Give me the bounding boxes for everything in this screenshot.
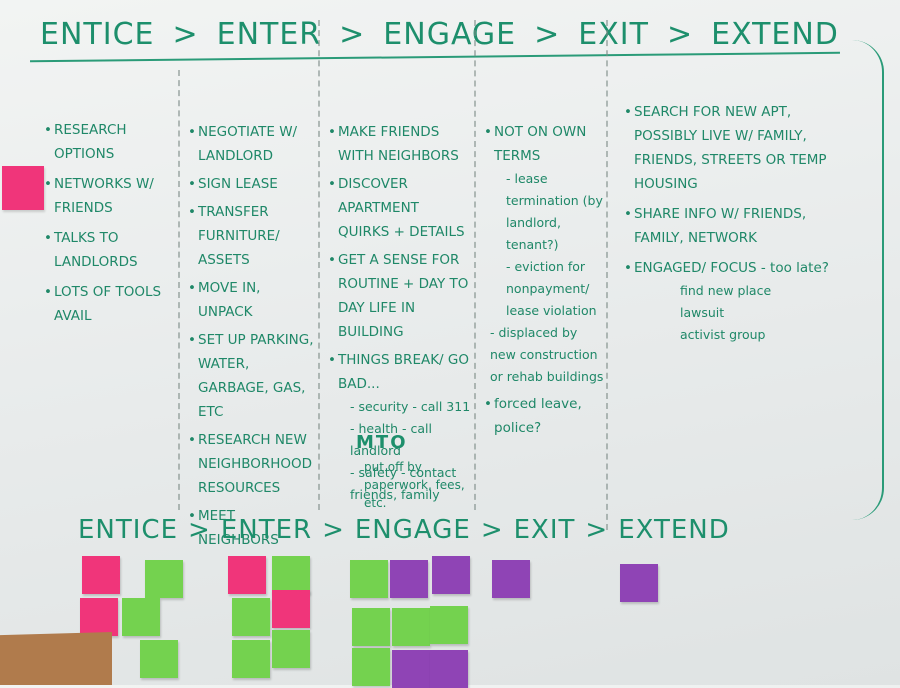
header-underline (30, 51, 840, 63)
list-item: NETWORKS W/ FRIENDS (44, 172, 174, 220)
stage-engage: ENGAGE (354, 515, 471, 545)
stage-entice: ENTICE (78, 515, 179, 545)
list-item: MAKE FRIENDS WITH NEIGHBORS (328, 120, 474, 168)
sticky-note-purple (390, 560, 428, 598)
sub-item: - displaced by new construction or rehab… (490, 325, 604, 384)
stage-entice: ENTICE (40, 17, 155, 52)
stage-engage: ENGAGE (383, 17, 517, 52)
sticky-note-green (272, 556, 310, 594)
stage-separator: > (322, 515, 345, 545)
sticky-note-green (140, 640, 178, 678)
sub-item: - security - call 311 (350, 399, 471, 414)
stage-enter: ENTER (220, 515, 313, 545)
engage-note: put off by paperwork, fees, etc. (364, 458, 474, 512)
stage-separator: > (339, 17, 366, 52)
list-item: SEARCH FOR NEW APT, POSSIBLY LIVE W/ FAM… (624, 100, 850, 196)
sticky-note-green (352, 648, 390, 686)
list-item: GET A SENSE FOR ROUTINE + DAY TO DAY LIF… (328, 248, 474, 344)
sticky-note-pink (272, 590, 310, 628)
cardboard-box (0, 632, 112, 685)
sub-item: - eviction for nonpayment/ lease violati… (506, 259, 597, 318)
list-item: LOTS OF TOOLS AVAIL (44, 280, 174, 328)
stage-separator: > (585, 515, 609, 545)
list-item: DISCOVER APARTMENT QUIRKS + DETAILS (328, 172, 474, 244)
sticky-note-green (232, 640, 270, 678)
sticky-note-purple (432, 556, 470, 594)
stage-separator: > (666, 17, 694, 52)
stage-header-bottom: ENTICE > ENTER > ENGAGE > EXIT > EXTEND (78, 512, 778, 548)
stage-exit: EXIT (578, 17, 649, 52)
stage-separator: > (172, 17, 199, 52)
sticky-note-pink (80, 598, 118, 636)
bracket-mark (852, 40, 884, 520)
column-divider (606, 20, 608, 530)
list-item: RESEARCH NEW NEIGHBORHOOD RESOURCES (188, 428, 316, 500)
sticky-note-purple (620, 564, 658, 602)
list-item: MOVE IN, UNPACK (188, 276, 316, 324)
sub-item: - safety - contact friends, family (350, 465, 457, 502)
mto-label: MTO (356, 432, 408, 453)
column-divider (474, 20, 476, 510)
sub-item: lawsuit (680, 305, 725, 320)
list-item: SET UP PARKING, WATER, GARBAGE, GAS, ETC (188, 328, 316, 424)
stage-header-top: ENTICE > ENTER > ENGAGE > EXIT > EXTEND (40, 8, 840, 52)
sticky-note-green (352, 608, 390, 646)
sticky-note-pink (2, 166, 44, 210)
column-engage: MAKE FRIENDS WITH NEIGHBORS DISCOVER APA… (328, 120, 474, 506)
sub-item: activist group (680, 327, 766, 342)
sticky-note-purple (392, 650, 430, 688)
list-item: MEET NEIGHBORS (188, 504, 316, 552)
column-entice: RESEARCH OPTIONS NETWORKS W/ FRIENDS TAL… (44, 118, 174, 328)
stage-enter: ENTER (216, 17, 322, 52)
column-divider (318, 20, 320, 510)
sub-item: - lease termination (by landlord, tenant… (506, 171, 603, 252)
sticky-note-pink (82, 556, 120, 594)
sticky-note-purple (430, 650, 468, 688)
stage-extend: EXTEND (618, 515, 730, 545)
stage-separator: > (534, 17, 561, 52)
list-item: ENGAGED/ FOCUS - too late? (624, 256, 850, 280)
list-item: NOT ON OWN TERMS (484, 120, 604, 168)
list-item: NEGOTIATE W/ LANDLORD (188, 120, 316, 168)
stage-separator: > (188, 515, 211, 545)
list-item: TRANSFER FURNITURE/ ASSETS (188, 200, 316, 272)
list-item: forced leave, police? (484, 392, 604, 440)
sticky-note-green (430, 606, 468, 644)
stage-exit: EXIT (513, 515, 576, 545)
sticky-note-green (122, 598, 160, 636)
sticky-note-green (350, 560, 388, 598)
sticky-note-green (392, 608, 430, 646)
sticky-note-green (145, 560, 183, 598)
list-item: TALKS TO LANDLORDS (44, 226, 174, 274)
column-extend: SEARCH FOR NEW APT, POSSIBLY LIVE W/ FAM… (624, 100, 850, 346)
sticky-note-purple (492, 560, 530, 598)
list-item: SHARE INFO W/ FRIENDS, FAMILY, NETWORK (624, 202, 850, 250)
sub-item: put off by paperwork, fees, etc. (364, 460, 465, 510)
column-divider (178, 70, 180, 510)
stage-extend: EXTEND (711, 17, 839, 52)
list-item: SIGN LEASE (188, 172, 316, 196)
sticky-note-green (232, 598, 270, 636)
stage-separator: > (480, 515, 504, 545)
sticky-note-green (272, 630, 310, 668)
column-enter: NEGOTIATE W/ LANDLORD SIGN LEASE TRANSFE… (188, 120, 316, 552)
column-exit: NOT ON OWN TERMS - lease termination (by… (484, 120, 604, 440)
sticky-note-pink (228, 556, 266, 594)
sub-item: - health - call landlord (350, 421, 432, 458)
sub-item: find new place (680, 283, 772, 298)
list-item: THINGS BREAK/ GO BAD... (328, 348, 474, 396)
list-item: RESEARCH OPTIONS (44, 118, 174, 166)
